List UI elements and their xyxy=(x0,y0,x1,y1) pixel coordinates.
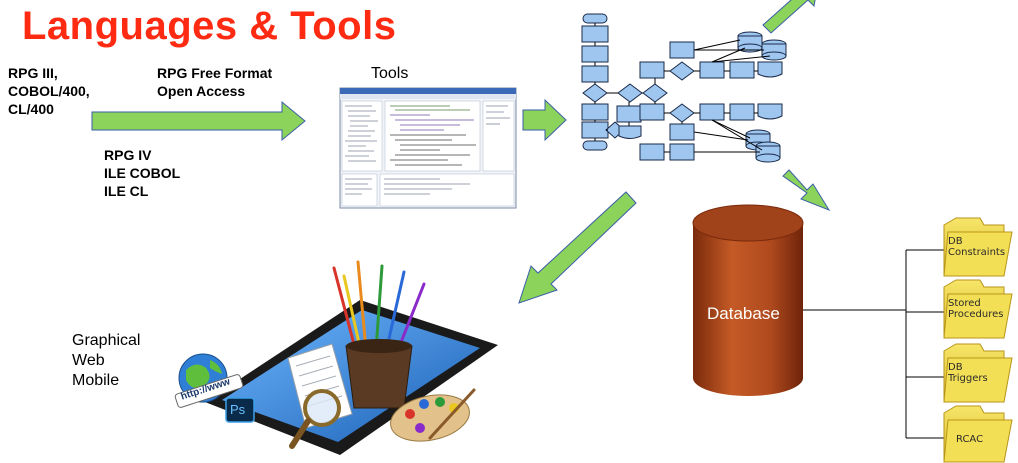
pencil-cup-icon xyxy=(332,260,426,409)
arrow-flowchart-to-database xyxy=(782,169,831,212)
arrow-flowchart-up-right xyxy=(762,0,816,34)
paint-palette-icon xyxy=(390,388,476,442)
photoshop-badge-label: Ps xyxy=(230,402,246,417)
tools-label: Tools xyxy=(371,65,409,82)
arrow-languages-to-tools xyxy=(91,100,306,142)
folder-label-db-triggers: DB Triggers xyxy=(948,362,988,384)
folder-connectors xyxy=(803,249,944,439)
arrow-flowchart-to-graphical xyxy=(518,191,637,304)
tools-ide-screenshot xyxy=(339,87,517,209)
folder-label-rcac: RCAC xyxy=(956,434,984,445)
folder-icon xyxy=(943,279,1013,339)
folder-icon xyxy=(943,217,1013,277)
arrow-tools-to-flowchart xyxy=(522,98,567,142)
folder-icon xyxy=(943,405,1013,463)
url-bar xyxy=(174,374,244,408)
folder-icon xyxy=(943,343,1013,403)
legacy-languages-label: RPG III, COBOL/400, CL/400 xyxy=(8,65,90,117)
page-title: Languages & Tools xyxy=(22,4,397,48)
free-format-label: RPG Free Format Open Access xyxy=(157,65,273,99)
database-label: Database xyxy=(707,304,780,323)
graphical-web-mobile-label: Graphical Web Mobile xyxy=(72,332,141,389)
magnifier-icon xyxy=(289,389,341,449)
ile-languages-label: RPG IV ILE COBOL ILE CL xyxy=(104,147,181,199)
flowchart-connectors xyxy=(594,23,771,153)
database-cylinder xyxy=(692,204,804,396)
photoshop-badge xyxy=(225,397,255,423)
folder-label-stored-procedures: Stored Procedures xyxy=(948,298,1004,320)
folder-label-db-constraints: DB Constraints xyxy=(948,236,1006,258)
program-flowchart xyxy=(581,13,787,163)
